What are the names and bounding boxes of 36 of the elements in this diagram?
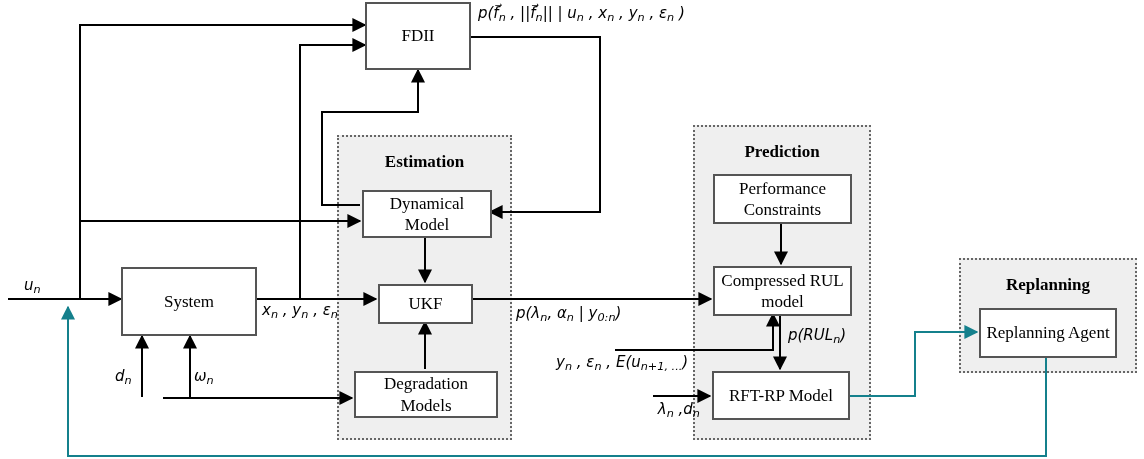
edge-label: λ$_{n}$ ,d$_{n}$ <box>657 402 700 417</box>
process-box: Performance Constraints <box>713 174 852 224</box>
edge-label: y$_{n}$ , ε$_{n}$ , E(u$_{n+1, ...}$) <box>556 355 689 370</box>
edge-label: p(λ$_{n}$, α$_{n}$ | y$_{0:n}$) <box>516 306 622 321</box>
process-box: Replanning Agent <box>979 308 1117 358</box>
process-box: Compressed RUL model <box>713 266 852 316</box>
arrow <box>773 313 787 371</box>
process-box: RFT-RP Model <box>712 371 850 420</box>
arrow <box>418 235 432 284</box>
group-panel <box>693 125 871 440</box>
arrow <box>470 292 713 306</box>
process-box: Degradation Models <box>354 371 498 418</box>
group-title: Estimation <box>383 151 466 173</box>
arrow <box>135 334 149 398</box>
edge-label: u$_{n}$ <box>24 278 41 293</box>
process-box: UKF <box>378 284 473 324</box>
group-panel <box>337 135 512 440</box>
arrow <box>652 389 712 403</box>
group-title: Replanning <box>1004 274 1092 296</box>
process-box: FDII <box>365 2 471 70</box>
edge-label: x$_{n}$ , y$_{n}$ , ε$_{n}$ <box>262 303 338 318</box>
arrow <box>847 325 979 397</box>
arrow <box>470 36 601 219</box>
group-title: Prediction <box>743 141 821 163</box>
group-panel <box>959 258 1137 373</box>
process-box: Dynamical Model <box>362 190 492 238</box>
edge-label: p(RUL$_{n}$) <box>788 328 847 343</box>
arrow <box>256 38 367 300</box>
process-box: System <box>121 267 257 336</box>
arrow <box>7 214 362 300</box>
edge-label: ω$_{n}$ <box>194 369 214 384</box>
arrow <box>162 391 354 405</box>
arrow <box>61 305 1047 457</box>
arrow <box>321 68 425 206</box>
edge-label: d$_{n}$ <box>115 369 132 384</box>
arrow <box>774 221 788 266</box>
